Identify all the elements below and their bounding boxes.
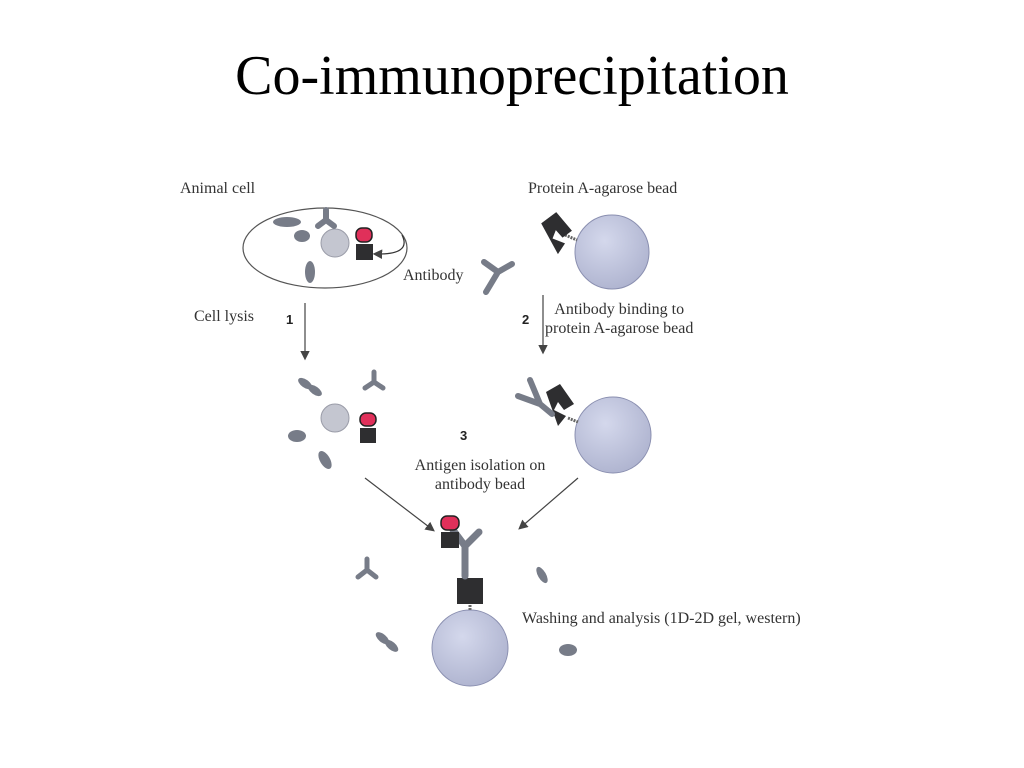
label-washing: Washing and analysis (1D-2D gel, western… xyxy=(522,610,801,627)
slide-title: Co-immunoprecipitation xyxy=(235,45,789,107)
label-animal-cell: Animal cell xyxy=(180,180,256,197)
label-antibody: Antibody xyxy=(403,267,464,284)
debris-protein xyxy=(294,230,310,242)
cell-arrow xyxy=(372,234,405,259)
diagram-graphics xyxy=(242,207,652,687)
lysate xyxy=(288,369,386,470)
antigen xyxy=(355,227,373,243)
final-complex xyxy=(431,515,509,687)
label-step1: 1 xyxy=(286,312,294,327)
y-protein xyxy=(315,207,337,229)
nucleus xyxy=(320,228,350,258)
antigen xyxy=(440,515,460,531)
linker xyxy=(564,233,578,242)
label-antibody-binding: Antibody binding to protein A-agarose be… xyxy=(545,301,694,338)
bait-protein xyxy=(360,428,376,443)
debris-protein xyxy=(305,261,315,283)
washed-debris xyxy=(355,556,577,656)
bait-protein xyxy=(441,532,459,548)
label-antigen-isolation: Antigen isolation on antibody bead xyxy=(414,457,546,494)
antibody-bead-complex xyxy=(515,377,652,474)
antibody-free xyxy=(481,259,515,295)
coip-diagram: Animal cell Protein A-agarose bead Antib… xyxy=(160,160,900,700)
protein-a xyxy=(541,212,572,255)
animal-cell xyxy=(242,207,408,289)
bead xyxy=(574,214,650,290)
debris-protein xyxy=(273,217,301,227)
label-step2: 2 xyxy=(522,312,530,327)
protein-a-bead-top xyxy=(541,212,650,290)
label-protein-a-bead: Protein A-agarose bead xyxy=(528,180,678,197)
arrow-step3-right xyxy=(518,477,579,530)
label-cell-lysis: Cell lysis xyxy=(194,308,255,325)
antigen xyxy=(359,412,377,427)
arrow-step3-left xyxy=(364,477,435,532)
bait-protein xyxy=(356,244,373,260)
label-step3: 3 xyxy=(460,428,468,443)
